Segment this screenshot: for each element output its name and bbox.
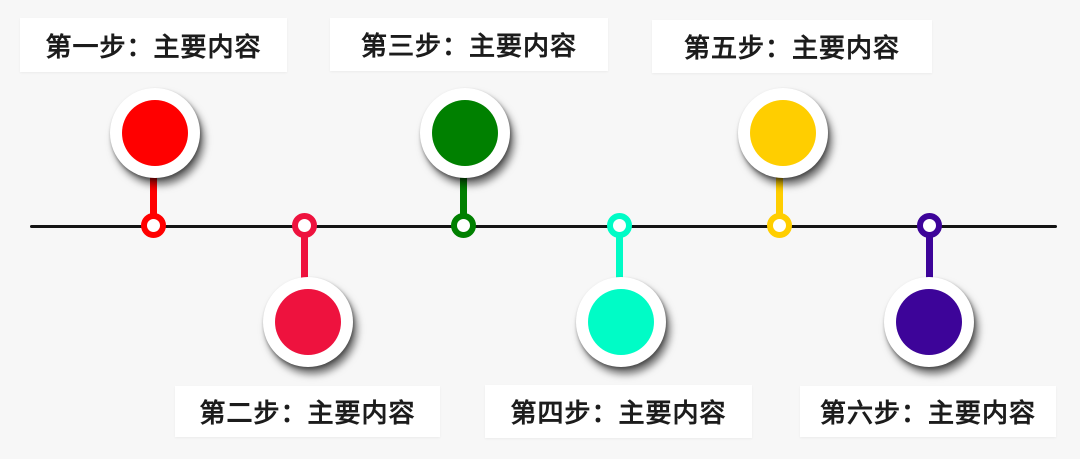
step-2-label-box: 第二步：主要内容 bbox=[175, 386, 440, 437]
step-2-circle-fill bbox=[275, 289, 341, 355]
step-3-circle bbox=[420, 88, 510, 178]
step-5-stem bbox=[776, 170, 783, 216]
step-5-circle bbox=[738, 88, 828, 178]
step-3-circle-fill bbox=[432, 100, 498, 166]
step-4-label: 第四步：主要内容 bbox=[510, 398, 727, 428]
step-3-label-box: 第三步：主要内容 bbox=[330, 18, 608, 71]
step-4-circle-fill bbox=[588, 289, 654, 355]
step-6-label-box: 第六步：主要内容 bbox=[800, 386, 1056, 437]
step-1-connector-ring bbox=[141, 213, 166, 238]
step-6-circle-fill bbox=[896, 289, 962, 355]
step-6-stem bbox=[926, 236, 933, 285]
step-1-stem bbox=[150, 170, 157, 216]
step-5-circle-fill bbox=[750, 100, 816, 166]
step-2-label: 第二步：主要内容 bbox=[199, 398, 416, 428]
step-2-circle bbox=[263, 277, 353, 367]
step-2-connector-ring bbox=[292, 213, 317, 238]
step-6-label: 第六步：主要内容 bbox=[819, 398, 1036, 428]
step-6-connector-ring bbox=[917, 213, 942, 238]
step-4-label-box: 第四步：主要内容 bbox=[485, 385, 752, 438]
step-1-circle bbox=[110, 88, 200, 178]
step-4-connector-ring bbox=[607, 213, 632, 238]
step-5-label-box: 第五步：主要内容 bbox=[652, 20, 932, 73]
step-5-label: 第五步：主要内容 bbox=[683, 33, 900, 63]
step-1-label-box: 第一步：主要内容 bbox=[20, 18, 287, 72]
step-3-connector-ring bbox=[451, 213, 476, 238]
step-6-circle bbox=[884, 277, 974, 367]
step-4-stem bbox=[616, 236, 623, 285]
step-2-stem bbox=[301, 236, 308, 285]
step-4-circle bbox=[576, 277, 666, 367]
step-1-circle-fill bbox=[122, 100, 188, 166]
timeline-axis bbox=[30, 225, 1057, 228]
step-1-label: 第一步：主要内容 bbox=[45, 31, 262, 62]
step-3-label: 第三步：主要内容 bbox=[360, 31, 577, 61]
step-5-connector-ring bbox=[767, 213, 792, 238]
step-3-stem bbox=[460, 170, 467, 216]
